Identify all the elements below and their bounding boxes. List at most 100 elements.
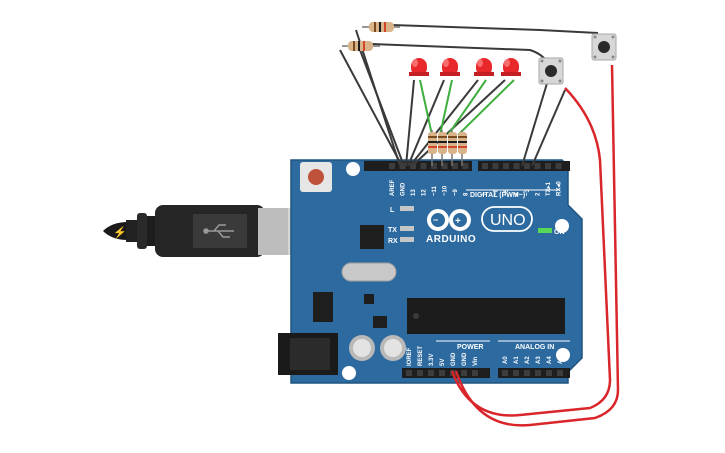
atmega-chip [407, 298, 565, 334]
led-1[interactable] [409, 58, 429, 76]
button-2[interactable] [591, 33, 617, 61]
small-chip [364, 294, 374, 304]
wire-gnd-4[interactable] [405, 79, 415, 167]
digital-left-pin-socket[interactable] [452, 163, 458, 169]
power-pin-label: RESET [418, 346, 424, 366]
resistor-1[interactable] [428, 130, 437, 166]
digital-left-pin-label: 8 [464, 192, 470, 196]
resistor-4[interactable] [458, 130, 467, 166]
digital-left-pin-socket[interactable] [441, 163, 448, 169]
reset-button[interactable] [300, 162, 332, 192]
digital-left-pin-label: 13 [411, 189, 417, 196]
wire-gnd-2[interactable] [339, 49, 403, 167]
led-rx-label: RX [388, 238, 398, 245]
digital-right-pin-socket[interactable] [545, 163, 551, 169]
analog-pin-socket[interactable] [557, 370, 563, 376]
power-pin-socket[interactable] [428, 370, 434, 376]
power-pin-socket[interactable] [439, 370, 445, 376]
resistor-5[interactable] [362, 22, 400, 32]
wire-led4-res[interactable] [457, 79, 515, 136]
arduino-logo-icon [427, 209, 471, 231]
mounting-hole [556, 348, 570, 362]
led-2[interactable] [440, 58, 460, 76]
digital-right-pin-socket[interactable] [524, 163, 530, 169]
analog-pin-socket[interactable] [535, 370, 541, 376]
power-header[interactable] [402, 368, 490, 378]
wire-button1-pin[interactable] [521, 79, 549, 167]
analog-pin-socket[interactable] [502, 370, 508, 376]
capacitor [380, 335, 406, 361]
digital-right-pin-socket[interactable] [492, 163, 499, 169]
resistor-3[interactable] [448, 130, 457, 166]
digital-header-left[interactable] [364, 161, 472, 171]
button-1[interactable] [538, 57, 564, 85]
svg-text:+: + [455, 216, 461, 227]
digital-left-pin-socket[interactable] [462, 163, 469, 169]
wire-led2-res[interactable] [439, 79, 453, 136]
digital-left-pin-socket[interactable] [389, 163, 395, 169]
small-chip [373, 316, 387, 328]
usb-chip [360, 225, 384, 249]
digital-left-pin-label: 12 [422, 189, 428, 196]
power-pin-socket[interactable] [461, 370, 467, 376]
analog-header-label: ANALOG IN [515, 344, 554, 351]
power-pin-label: GND [462, 352, 468, 366]
led-tx-label: TX [388, 227, 397, 234]
power-pin-label: Vin [473, 356, 479, 366]
digital-right-pin-socket[interactable] [555, 163, 562, 169]
wires [339, 24, 620, 427]
digital-right-pin-label: RX◂0 [557, 181, 563, 196]
digital-right-pin-socket[interactable] [503, 163, 509, 169]
wire-gnd-7[interactable] [411, 79, 506, 167]
wire-gnd-6[interactable] [409, 79, 479, 167]
led-3[interactable] [474, 58, 494, 76]
wire-gnd-5[interactable] [407, 79, 445, 167]
wire-resistor-button1[interactable] [371, 43, 549, 66]
resistor-2[interactable] [438, 130, 447, 166]
power-pin-label: IOREF [407, 347, 413, 366]
crystal-oscillator [341, 262, 397, 282]
wire-5v-button1[interactable] [450, 87, 612, 417]
wire-5v-button2[interactable] [454, 64, 620, 427]
power-pin-socket[interactable] [472, 370, 478, 376]
digital-left-pin-label: AREF [390, 179, 396, 196]
analog-pin-label: A0 [503, 356, 509, 364]
analog-pin-label: A4 [547, 356, 553, 364]
analog-pin-label: A1 [514, 356, 520, 364]
digital-left-pin-socket[interactable] [420, 163, 427, 169]
digital-right-pin-socket[interactable] [534, 163, 541, 169]
analog-header[interactable] [498, 368, 570, 378]
analog-pin-socket[interactable] [524, 370, 530, 376]
analog-pin-socket[interactable] [546, 370, 552, 376]
mounting-hole [342, 366, 356, 380]
digital-right-pin-socket[interactable] [482, 163, 488, 169]
digital-right-pin-label: ~5 [504, 188, 510, 196]
analog-pin-socket[interactable] [513, 370, 519, 376]
digital-right-pin-label: ~6 [494, 188, 500, 196]
wire-led3-res[interactable] [447, 79, 487, 136]
svg-text:−: − [433, 215, 438, 225]
resistor-6[interactable] [342, 41, 380, 51]
digital-header-label: DIGITAL (PWM~) [470, 192, 525, 199]
digital-left-pin-socket[interactable] [431, 163, 437, 169]
wire-resistor-button2[interactable] [391, 24, 599, 34]
digital-right-pin-socket[interactable] [513, 163, 520, 169]
led-4[interactable] [501, 58, 521, 76]
led-rx-indicator [400, 237, 414, 242]
power-pin-label: GND [451, 352, 457, 366]
usb-cable[interactable]: ⚡ [103, 205, 298, 257]
wire-button2-pin[interactable] [531, 89, 566, 167]
mounting-hole [346, 162, 360, 176]
digital-left-pin-label: ~11 [432, 185, 438, 196]
digital-left-pin-socket[interactable] [399, 163, 406, 169]
power-pin-socket[interactable] [406, 370, 412, 376]
brand-label: ARDUINO [426, 234, 476, 245]
power-barrel-jack [278, 333, 338, 375]
wire-gnd-3[interactable] [359, 49, 405, 167]
wire-led1-res[interactable] [419, 79, 433, 136]
analog-pin-label: A2 [525, 356, 531, 364]
power-header-label: POWER [457, 344, 483, 351]
power-pin-socket[interactable] [417, 370, 423, 376]
digital-left-pin-label: ~9 [453, 188, 459, 196]
